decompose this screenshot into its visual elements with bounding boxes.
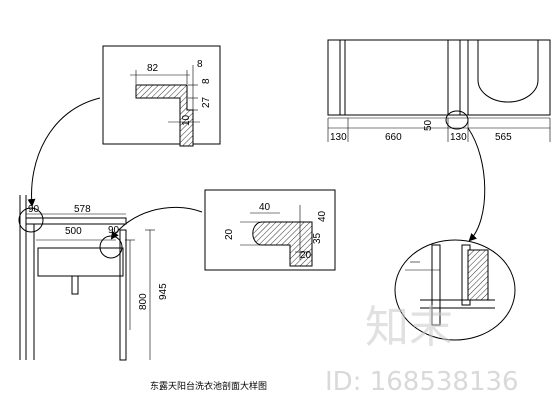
watermark-brand: 知末	[365, 302, 453, 353]
leader-arrow-middle	[110, 206, 203, 240]
leader-arrow-right	[467, 127, 486, 242]
detail-callout-circle-left	[18, 207, 44, 233]
dim-800: 800	[138, 293, 149, 310]
counter-edge-profile-mid	[252, 221, 313, 267]
dim-40-b: 40	[317, 210, 328, 222]
dim-40-a: 40	[259, 202, 271, 213]
dim-35: 35	[312, 232, 323, 244]
section-elevation: 90 578 500 90 800 945	[18, 195, 169, 361]
sink-basin-outline	[477, 40, 539, 103]
dim-20-a: 20	[224, 228, 235, 240]
dim-660: 660	[385, 132, 402, 143]
dim-130-a: 130	[330, 132, 347, 143]
dim-27: 27	[201, 96, 212, 108]
drawing-caption: 东露天阳台洗衣池剖面大样图	[150, 380, 267, 392]
dim-82: 82	[147, 63, 159, 74]
dim-8-a: 8	[197, 59, 203, 70]
watermark-id: ID: 168538136	[325, 367, 519, 397]
dim-90-a: 90	[28, 204, 40, 215]
detail-callout-circle-plan	[445, 110, 469, 130]
plan-view: 130 660 130 565 50	[327, 39, 551, 143]
dim-500: 500	[65, 226, 82, 237]
dim-10: 10	[181, 114, 192, 126]
detail-callout-circle-mid	[99, 235, 123, 259]
detail-box-top-left: 82 8 8 27 10	[102, 45, 221, 147]
dim-130-b: 130	[450, 132, 467, 143]
dim-50: 50	[423, 119, 434, 131]
dim-565: 565	[495, 132, 512, 143]
dim-90-b: 90	[108, 225, 120, 236]
dim-945: 945	[158, 283, 169, 300]
detail-box-middle: 40 40 20 35 20	[204, 189, 336, 271]
dim-8-b: 8	[201, 78, 212, 84]
dim-20-b: 20	[300, 250, 312, 261]
dim-578: 578	[74, 204, 91, 215]
detail-circle-bottom-right	[394, 239, 516, 341]
counter-edge-profile	[135, 84, 194, 147]
leader-arrow-left	[27, 97, 101, 207]
